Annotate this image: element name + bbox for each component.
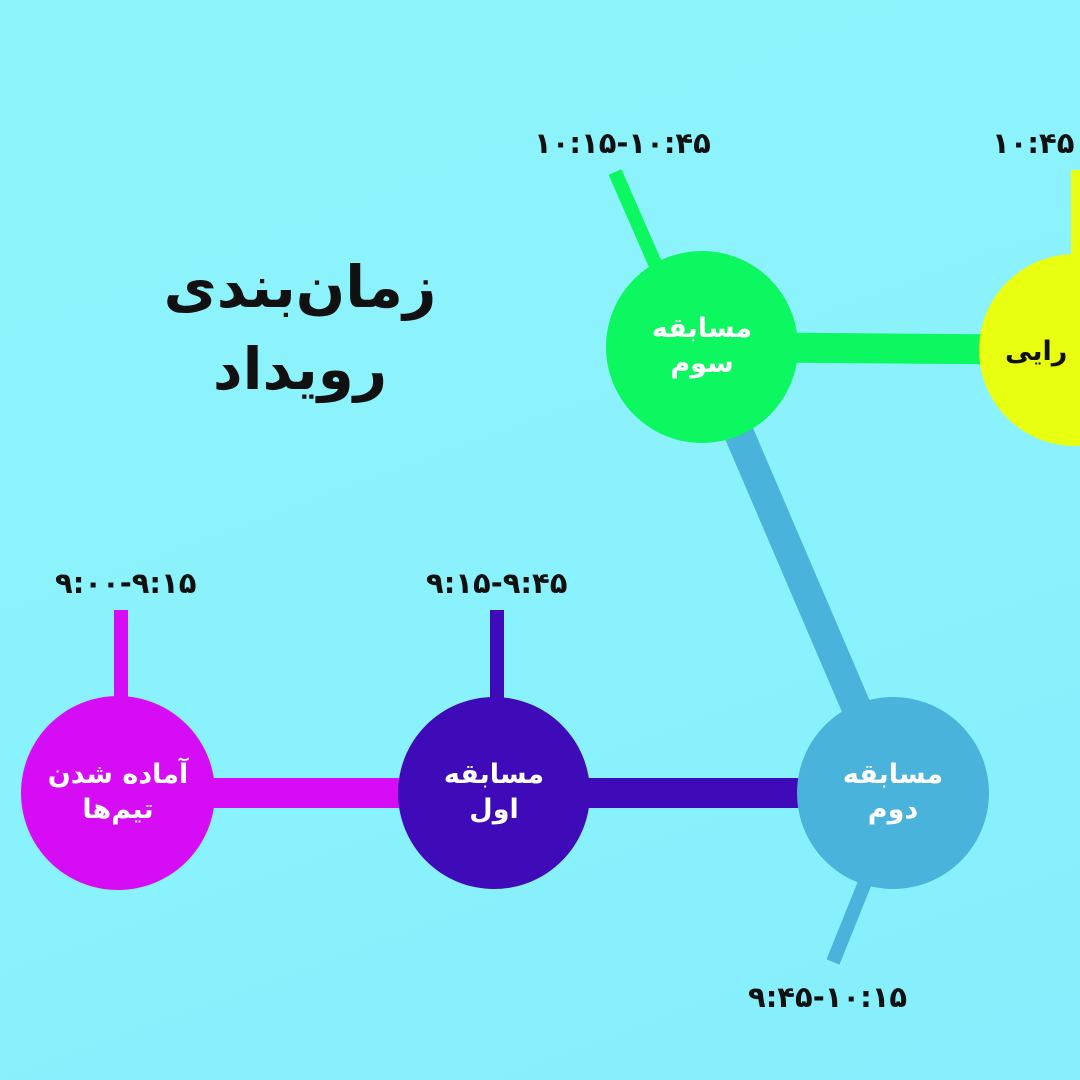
- node-prep-label: آماده شدن تیم‌ها: [18, 757, 218, 827]
- node-third-label: مسابقه سوم: [602, 311, 802, 381]
- title-line-1: زمان‌بندی: [163, 253, 437, 321]
- node-prep-line2: تیم‌ها: [82, 794, 154, 826]
- stem-second: [826, 867, 877, 965]
- node-second-line1: مسابقه: [842, 759, 944, 790]
- node-first-line1: مسابقه: [443, 759, 545, 790]
- node-third-line2: سوم: [670, 348, 734, 380]
- title-line-2: رویداد: [212, 335, 388, 403]
- node-third-circle: [606, 251, 798, 443]
- time-second: ۹:۴۵-۱۰:۱۵: [748, 980, 908, 1014]
- node-first-label: مسابقه اول: [394, 757, 594, 827]
- node-first-line2: اول: [469, 794, 519, 826]
- node-prep-circle: [21, 696, 215, 890]
- time-first: ۹:۱۵-۹:۴۵: [426, 566, 568, 600]
- stem-third: [608, 169, 667, 278]
- node-third-line1: مسابقه: [651, 313, 753, 344]
- node-fourth-circle: [979, 254, 1080, 446]
- node-second-line2: دوم: [867, 794, 919, 826]
- node-fourth-label: رایی: [1005, 334, 1080, 369]
- time-prep: ۹:۰۰-۹:۱۵: [55, 566, 197, 600]
- time-third: ۱۰:۱۵-۱۰:۴۵: [534, 126, 711, 160]
- node-prep-line1: آماده شدن: [47, 759, 189, 790]
- node-first-circle: [398, 697, 590, 889]
- time-fourth: ۱۰:۴۵: [992, 126, 1075, 160]
- node-second-label: مسابقه دوم: [793, 757, 993, 827]
- node-second-circle: [797, 697, 989, 889]
- node-fourth-line1: رایی: [1005, 336, 1068, 367]
